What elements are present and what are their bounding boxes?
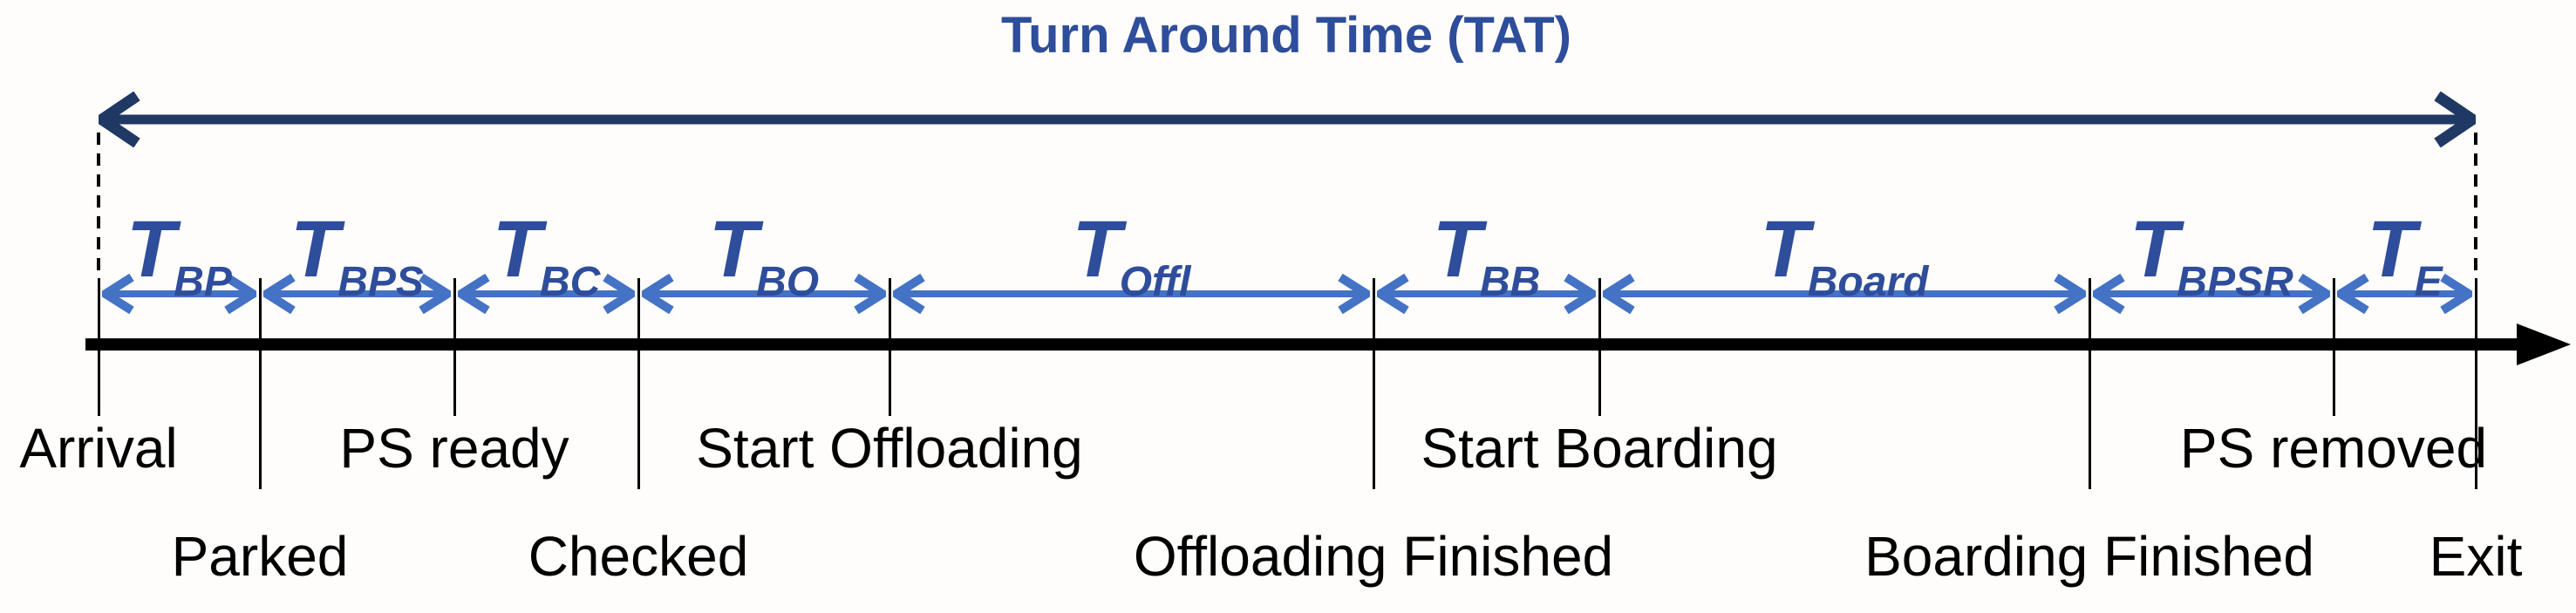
interval-label-bps: TBPS xyxy=(290,209,424,303)
interval-arrow-bps-icon xyxy=(263,274,451,314)
interval-subscript: Board xyxy=(1807,259,1929,305)
event-tick-offloading-finished xyxy=(1372,278,1375,489)
event-label-parked: Parked xyxy=(171,525,349,588)
interval-symbol: T xyxy=(2367,205,2416,294)
interval-arrow-e-icon xyxy=(2337,274,2472,314)
interval-label-bp: TBP xyxy=(126,209,232,303)
boundary-dashed-line-arrival xyxy=(97,133,100,277)
event-tick-start-boarding xyxy=(1598,278,1601,416)
interval-arrow-bpsr-icon xyxy=(2093,274,2330,314)
event-tick-ps-ready xyxy=(453,278,456,416)
event-label-boarding-finished: Boarding Finished xyxy=(1864,525,2314,588)
event-label-ps-ready: PS ready xyxy=(339,417,569,480)
event-tick-arrival xyxy=(97,278,100,416)
interval-label-offl: TOffl xyxy=(1073,209,1191,303)
interval-subscript: BP xyxy=(174,259,232,305)
event-label-start-boarding: Start Boarding xyxy=(1421,417,1778,480)
diagram-title: Turn Around Time (TAT) xyxy=(1000,7,1572,64)
tat-double-arrow-icon xyxy=(99,92,2476,147)
interval-symbol: T xyxy=(492,205,542,294)
interval-arrow-bo-icon xyxy=(642,274,886,314)
interval-subscript: BC xyxy=(539,259,601,305)
interval-symbol: T xyxy=(1432,205,1482,294)
interval-subscript: BPS xyxy=(337,259,424,305)
event-label-exit: Exit xyxy=(2429,525,2523,588)
interval-arrow-bb-icon xyxy=(1377,274,1596,314)
event-tick-checked xyxy=(637,278,640,489)
timeline-arrowhead-icon xyxy=(2517,324,2571,365)
interval-arrow-offl-icon xyxy=(893,274,1370,314)
timeline-axis xyxy=(85,338,2520,351)
interval-label-bb: TBB xyxy=(1433,209,1541,303)
interval-label-bo: TBO xyxy=(709,209,819,303)
interval-symbol: T xyxy=(126,205,176,294)
interval-subscript: BB xyxy=(1479,259,1541,305)
event-tick-parked xyxy=(258,278,262,489)
event-label-arrival: Arrival xyxy=(19,417,178,480)
interval-symbol: T xyxy=(2130,205,2179,294)
event-tick-exit xyxy=(2474,278,2477,489)
interval-label-board: TBoard xyxy=(1761,209,1929,303)
event-tick-ps-removed xyxy=(2332,278,2335,416)
event-tick-boarding-finished xyxy=(2088,278,2091,489)
interval-label-bc: TBC xyxy=(493,209,601,303)
interval-symbol: T xyxy=(1072,205,1121,294)
interval-subscript: BO xyxy=(756,259,820,305)
interval-subscript: E xyxy=(2414,259,2443,305)
interval-subscript: BPSR xyxy=(2177,259,2293,305)
boundary-dashed-line-exit xyxy=(2474,133,2477,277)
interval-arrow-board-icon xyxy=(1603,274,2086,314)
event-label-start-offloading: Start Offloading xyxy=(696,417,1083,480)
interval-label-bpsr: TBPSR xyxy=(2130,209,2293,303)
event-label-checked: Checked xyxy=(528,525,749,588)
interval-arrow-bc-icon xyxy=(458,274,635,314)
interval-symbol: T xyxy=(290,205,340,294)
interval-label-e: TE xyxy=(2367,209,2442,303)
event-tick-start-offloading xyxy=(888,278,891,416)
interval-arrow-bp-icon xyxy=(102,274,256,314)
event-label-ps-removed: PS removed xyxy=(2179,417,2488,480)
interval-symbol: T xyxy=(1760,205,1809,294)
interval-symbol: T xyxy=(708,205,759,294)
interval-subscript: Offl xyxy=(1119,259,1191,305)
event-label-offloading-finished: Offloading Finished xyxy=(1133,525,1614,588)
